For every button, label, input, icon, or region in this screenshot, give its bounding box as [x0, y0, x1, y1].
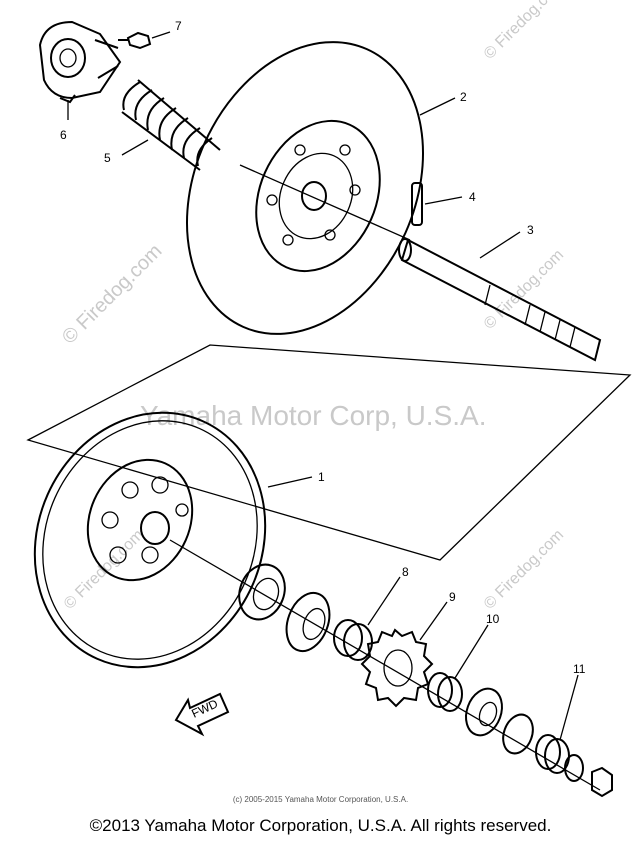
- washer-2: [502, 713, 534, 755]
- leader-lines: [67, 31, 579, 741]
- small-copyright-text: (c) 2005-2015 Yamaha Motor Corporation, …: [232, 795, 409, 804]
- sheave-disc-part-2: [186, 41, 424, 335]
- shaft-part-3: [398, 238, 602, 362]
- callout-8: 8: [402, 565, 409, 579]
- pin-part-4: [411, 182, 423, 226]
- bearing: [285, 591, 331, 653]
- axis-line-upper: [239, 164, 411, 241]
- washer: [238, 563, 286, 621]
- assembly-plane-outline: [26, 344, 632, 561]
- spring-part-5: [121, 79, 221, 171]
- callout-2: 2: [460, 90, 467, 104]
- bearing-2: [465, 687, 503, 737]
- bracket-part-6: [38, 20, 122, 104]
- callout-7: 7: [175, 19, 182, 33]
- copyright-text: ©2013 Yamaha Motor Corporation, U.S.A. A…: [89, 816, 552, 835]
- watermark-site-left: © Firedog.com: [58, 240, 167, 349]
- watermark-site-right: © Firedog.com: [481, 246, 567, 332]
- callout-9: 9: [449, 590, 456, 604]
- callout-5: 5: [104, 151, 111, 165]
- callout-11: 11: [573, 662, 586, 676]
- bushing-part-8: [333, 619, 373, 661]
- callout-10: 10: [486, 612, 500, 626]
- watermark-center: Yamaha Motor Corp, U.S.A.: [140, 400, 487, 431]
- washer-3: [564, 754, 584, 782]
- fwd-arrow: FWD: [174, 692, 230, 737]
- callout-6: 6: [60, 128, 67, 142]
- watermark-site-top-right: © Firedog.com: [481, 0, 567, 63]
- bolt-part-7: [118, 31, 152, 50]
- sprocket-part-9: [360, 628, 434, 708]
- callout-3: 3: [527, 223, 534, 237]
- bushing-part-10: [427, 672, 463, 712]
- callout-1: 1: [318, 470, 325, 484]
- nut: [591, 766, 613, 798]
- watermark-site-lower-right: © Firedog.com: [481, 526, 567, 612]
- sheave-part-1: [33, 411, 267, 669]
- callout-4: 4: [469, 190, 476, 204]
